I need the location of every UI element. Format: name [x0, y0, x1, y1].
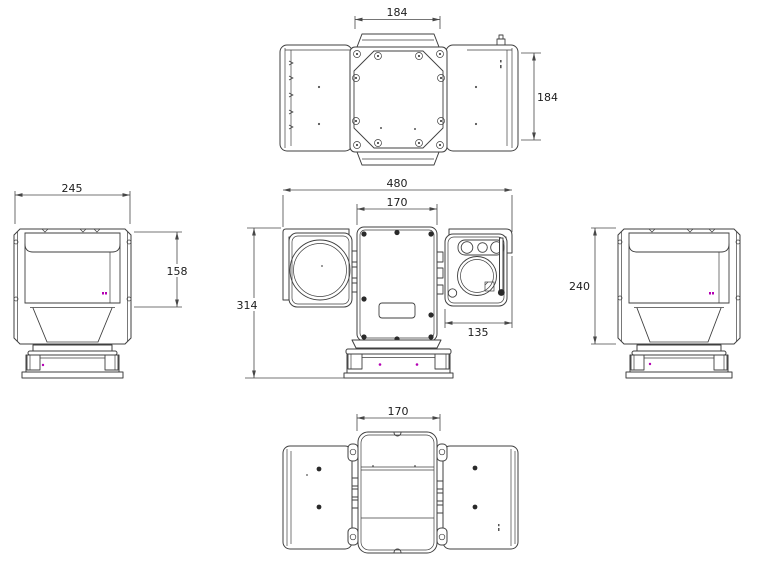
bottom-right-pod [442, 445, 519, 550]
top-view-left-pod [279, 44, 353, 152]
dim-left-width-label: 245 [62, 182, 83, 195]
front-left-pod [282, 228, 358, 308]
plate-screws [352, 50, 445, 149]
dim-front-height: 314 [233, 227, 453, 379]
right-view-taper [636, 307, 722, 343]
dim-front-overall-width-label: 480 [387, 177, 408, 190]
illuminator-led [477, 242, 488, 253]
top-view-right-pod [445, 34, 519, 152]
left-side-view: 245 158 [13, 182, 190, 379]
top-handle-front [356, 33, 440, 48]
dim-left-front-height: 158 [134, 231, 190, 308]
bottom-view: 170 [282, 405, 519, 554]
illuminator-strip [457, 239, 505, 256]
top-plug-screw [496, 38, 506, 46]
dim-right-height-label: 240 [569, 280, 590, 293]
illuminator-led [460, 241, 474, 254]
dim-bottom-body-width-label: 170 [388, 405, 409, 418]
left-view-front-panel [24, 232, 121, 308]
front-pedestal [343, 339, 454, 379]
dim-top-depth-label: 184 [537, 91, 558, 104]
hinge-tabs [648, 228, 716, 233]
left-view-taper [32, 307, 113, 343]
hinge-tabs [41, 228, 101, 233]
octagon-gasket [353, 50, 444, 149]
right-view-label-mark [709, 292, 714, 295]
camera-lens [457, 256, 497, 296]
right-side-view: 240 [569, 227, 741, 379]
dim-right-pod-width: 135 [444, 256, 513, 339]
cable-notch-top [393, 432, 402, 437]
thermal-lens [289, 239, 351, 301]
top-view: 184 184 [279, 6, 558, 166]
dim-front-body-width: 170 [356, 196, 438, 225]
dim-left-width: 245 [14, 182, 131, 224]
dim-top-width-label: 184 [387, 6, 408, 19]
nameplate [378, 302, 416, 319]
dim-front-overall-width: 480 [282, 177, 513, 232]
dim-top-width: 184 [354, 6, 441, 29]
bottom-left-pod [282, 445, 353, 550]
front-view: 480 170 314 135 [233, 177, 513, 379]
dim-right-pod-width-label: 135 [468, 326, 489, 339]
sensor-window [447, 288, 458, 298]
bottom-latches [351, 477, 444, 514]
dim-front-body-width-label: 170 [387, 196, 408, 209]
dim-front-height-label: 314 [237, 299, 258, 312]
left-pod-hinges [351, 250, 358, 293]
cable-notch-bottom [393, 548, 402, 553]
dim-bottom-body-width: 170 [356, 405, 441, 431]
right-view-pedestal [625, 344, 733, 379]
front-right-pod [444, 228, 513, 307]
front-center-body [356, 226, 444, 342]
right-pod-hinges [436, 251, 444, 295]
bottom-base-plate [347, 431, 448, 554]
top-handle-rear [356, 151, 440, 166]
right-view-front-panel [628, 232, 730, 308]
left-view-pedestal [21, 344, 124, 379]
wiper-arm [497, 237, 505, 296]
dim-top-depth: 184 [521, 52, 558, 141]
dim-right-height: 240 [569, 227, 616, 345]
left-view-label-mark [102, 292, 107, 295]
top-view-mount-plate [349, 33, 448, 166]
dim-left-front-height-label: 158 [167, 265, 188, 278]
